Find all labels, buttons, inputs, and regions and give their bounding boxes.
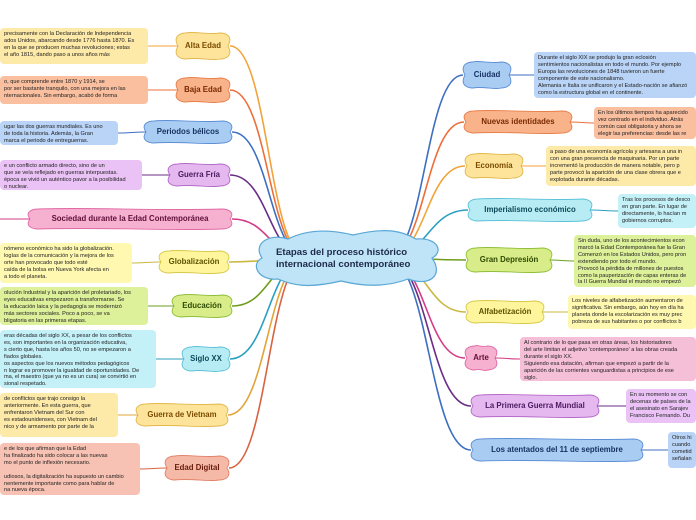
right-topic-0-connector [386,74,464,259]
left-topic-6-note-box [0,287,148,325]
right-topic-1-note: En los últimos tiempos ha aparecido vez … [598,110,688,137]
right-topic-6-shape [464,344,498,372]
right-topic-1-note-connector [569,121,595,124]
right-topic-2-shape [464,152,524,180]
left-topic-1-note: o, que comprende entre 1870 y 1914, se p… [4,79,126,99]
right-topic-5-label[interactable]: Alfabetización [478,307,532,316]
left-topic-3-label[interactable]: Guerra Fría [177,170,221,179]
right-topic-2-note-box [546,146,696,186]
right-topic-3-note-box [618,194,696,228]
left-topic-6-note: olución Industrial y la aparición del pr… [4,290,131,324]
left-topic-0-shape [175,31,231,61]
right-topic-4-label[interactable]: Gran Depresión [479,255,539,264]
left-topic-2-note-box [0,121,118,145]
left-topic-7-note-box [0,330,156,388]
right-topic-4-note-connector [549,259,575,262]
right-topic-0-note-box [534,52,696,98]
central-title-line-1: Etapas del proceso histórico [276,247,408,258]
left-topic-9-connector [228,257,308,469]
left-topic-0-connector [229,45,308,259]
left-topic-5-note-connector [131,261,162,264]
right-topic-5-note: Los niveles de alfabetización aumentaron… [572,298,684,325]
right-topic-7-label[interactable]: La Primera Guerra Mundial [485,401,585,410]
left-topic-8-shape [135,402,229,428]
right-topic-0-label[interactable]: Ciudad [473,70,501,79]
right-topic-1-shape [463,109,573,135]
right-topic-4-note-box [574,235,696,287]
right-topic-6-note-connector [494,357,521,360]
right-topic-8-note: Otros hi cuando cometid señalan [672,435,692,462]
left-topic-9-note: e de los que afirman que la Edad ha fina… [4,446,124,494]
left-topic-3-note-box [0,160,142,190]
left-topic-0-note: precisamente con la Declaración de Indep… [4,31,135,58]
left-topic-7-label[interactable]: Siglo XX [190,354,222,363]
right-topic-8-connector [386,257,472,451]
left-topic-8-label[interactable]: Guerra de Vietnam [147,410,217,419]
right-topic-3-note-connector [589,209,619,212]
left-topic-4-label[interactable]: Sociedad durante la Edad Contemporánea [51,214,209,223]
left-topic-1-connector [229,89,308,259]
left-topic-0-note-box [0,28,148,64]
left-topic-7-shape [181,345,231,373]
left-topic-5-shape [158,249,230,275]
right-topic-2-note: a paso de una economía agrícola y artesa… [550,149,683,183]
left-topic-6-shape [171,293,233,319]
topic-shapes [27,31,644,482]
right-topic-6-note: Al contrario de lo que pasa en otras áre… [524,340,678,381]
right-topic-8-note-box [668,432,696,468]
left-topic-5-note: nómeno económico ha sido la globalizació… [4,246,114,280]
right-topic-6-label[interactable]: Arte [473,353,489,362]
left-topic-8-note-box [0,393,118,437]
left-topic-0-label[interactable]: Alta Edad [185,41,221,50]
right-topic-8-label[interactable]: Los atentados del 11 de septiembre [491,445,623,454]
right-topic-0-shape [462,60,512,90]
right-topic-8-shape [470,437,644,463]
left-topic-6-label[interactable]: Educación [182,301,222,310]
left-topic-4-shape [27,207,233,231]
central-topic-shape [255,230,439,287]
left-topic-1-note-box [0,76,148,104]
right-topic-5-note-box [568,295,696,329]
right-topic-3-label[interactable]: Imperialismo económico [484,205,576,214]
note-boxes [0,28,696,495]
left-topic-2-note-connector [117,131,147,134]
right-topic-7-note: En su momento se con decenas de países d… [630,392,691,419]
left-topic-3-note: e un conflicto armado directo, sino de u… [4,163,126,190]
right-topic-3-shape [467,197,593,223]
right-topic-1-label[interactable]: Nuevas identidades [481,117,555,126]
left-topic-2-shape [143,119,233,145]
left-topic-7-note: eras décadas del siglo XX, a pesar de lo… [4,333,140,388]
central-topic[interactable]: Etapas del proceso histórico internacion… [276,247,410,271]
left-topic-9-note-box [0,443,140,495]
left-topic-5-note-box [0,243,132,283]
right-topic-1-note-box [594,107,696,139]
right-topic-5-shape [465,299,545,325]
left-topic-9-shape [164,454,230,482]
right-topic-6-note-box [520,337,696,381]
left-topic-1-label[interactable]: Baja Edad [184,85,222,94]
left-topic-2-note: ugar las dos guerras mundiales. Es uno d… [4,124,103,144]
central-title-line-2: internacional contemporáneo [276,259,411,270]
right-topic-0-note: Durante el siglo XIX se produjo la gran … [538,55,688,96]
left-topic-9-note-connector [139,467,168,470]
right-topic-4-note: Sin duda, uno de los acontecimientos eco… [578,238,687,286]
left-topic-9-label[interactable]: Edad Digital [174,463,220,472]
right-topic-2-label[interactable]: Economía [475,161,513,170]
right-topic-3-note: Tras los procesos de desco en gran parte… [622,197,691,224]
left-topic-8-note: de conflictos que trajo consigo la anter… [4,396,97,430]
left-topic-5-label[interactable]: Globalización [168,257,220,266]
right-topic-4-shape [465,246,553,274]
right-topic-7-note-box [626,389,696,423]
left-topic-2-label[interactable]: Periodos bélicos [156,127,220,136]
left-topic-1-shape [175,76,231,104]
right-topic-7-shape [470,393,600,419]
left-topic-3-shape [167,162,231,188]
